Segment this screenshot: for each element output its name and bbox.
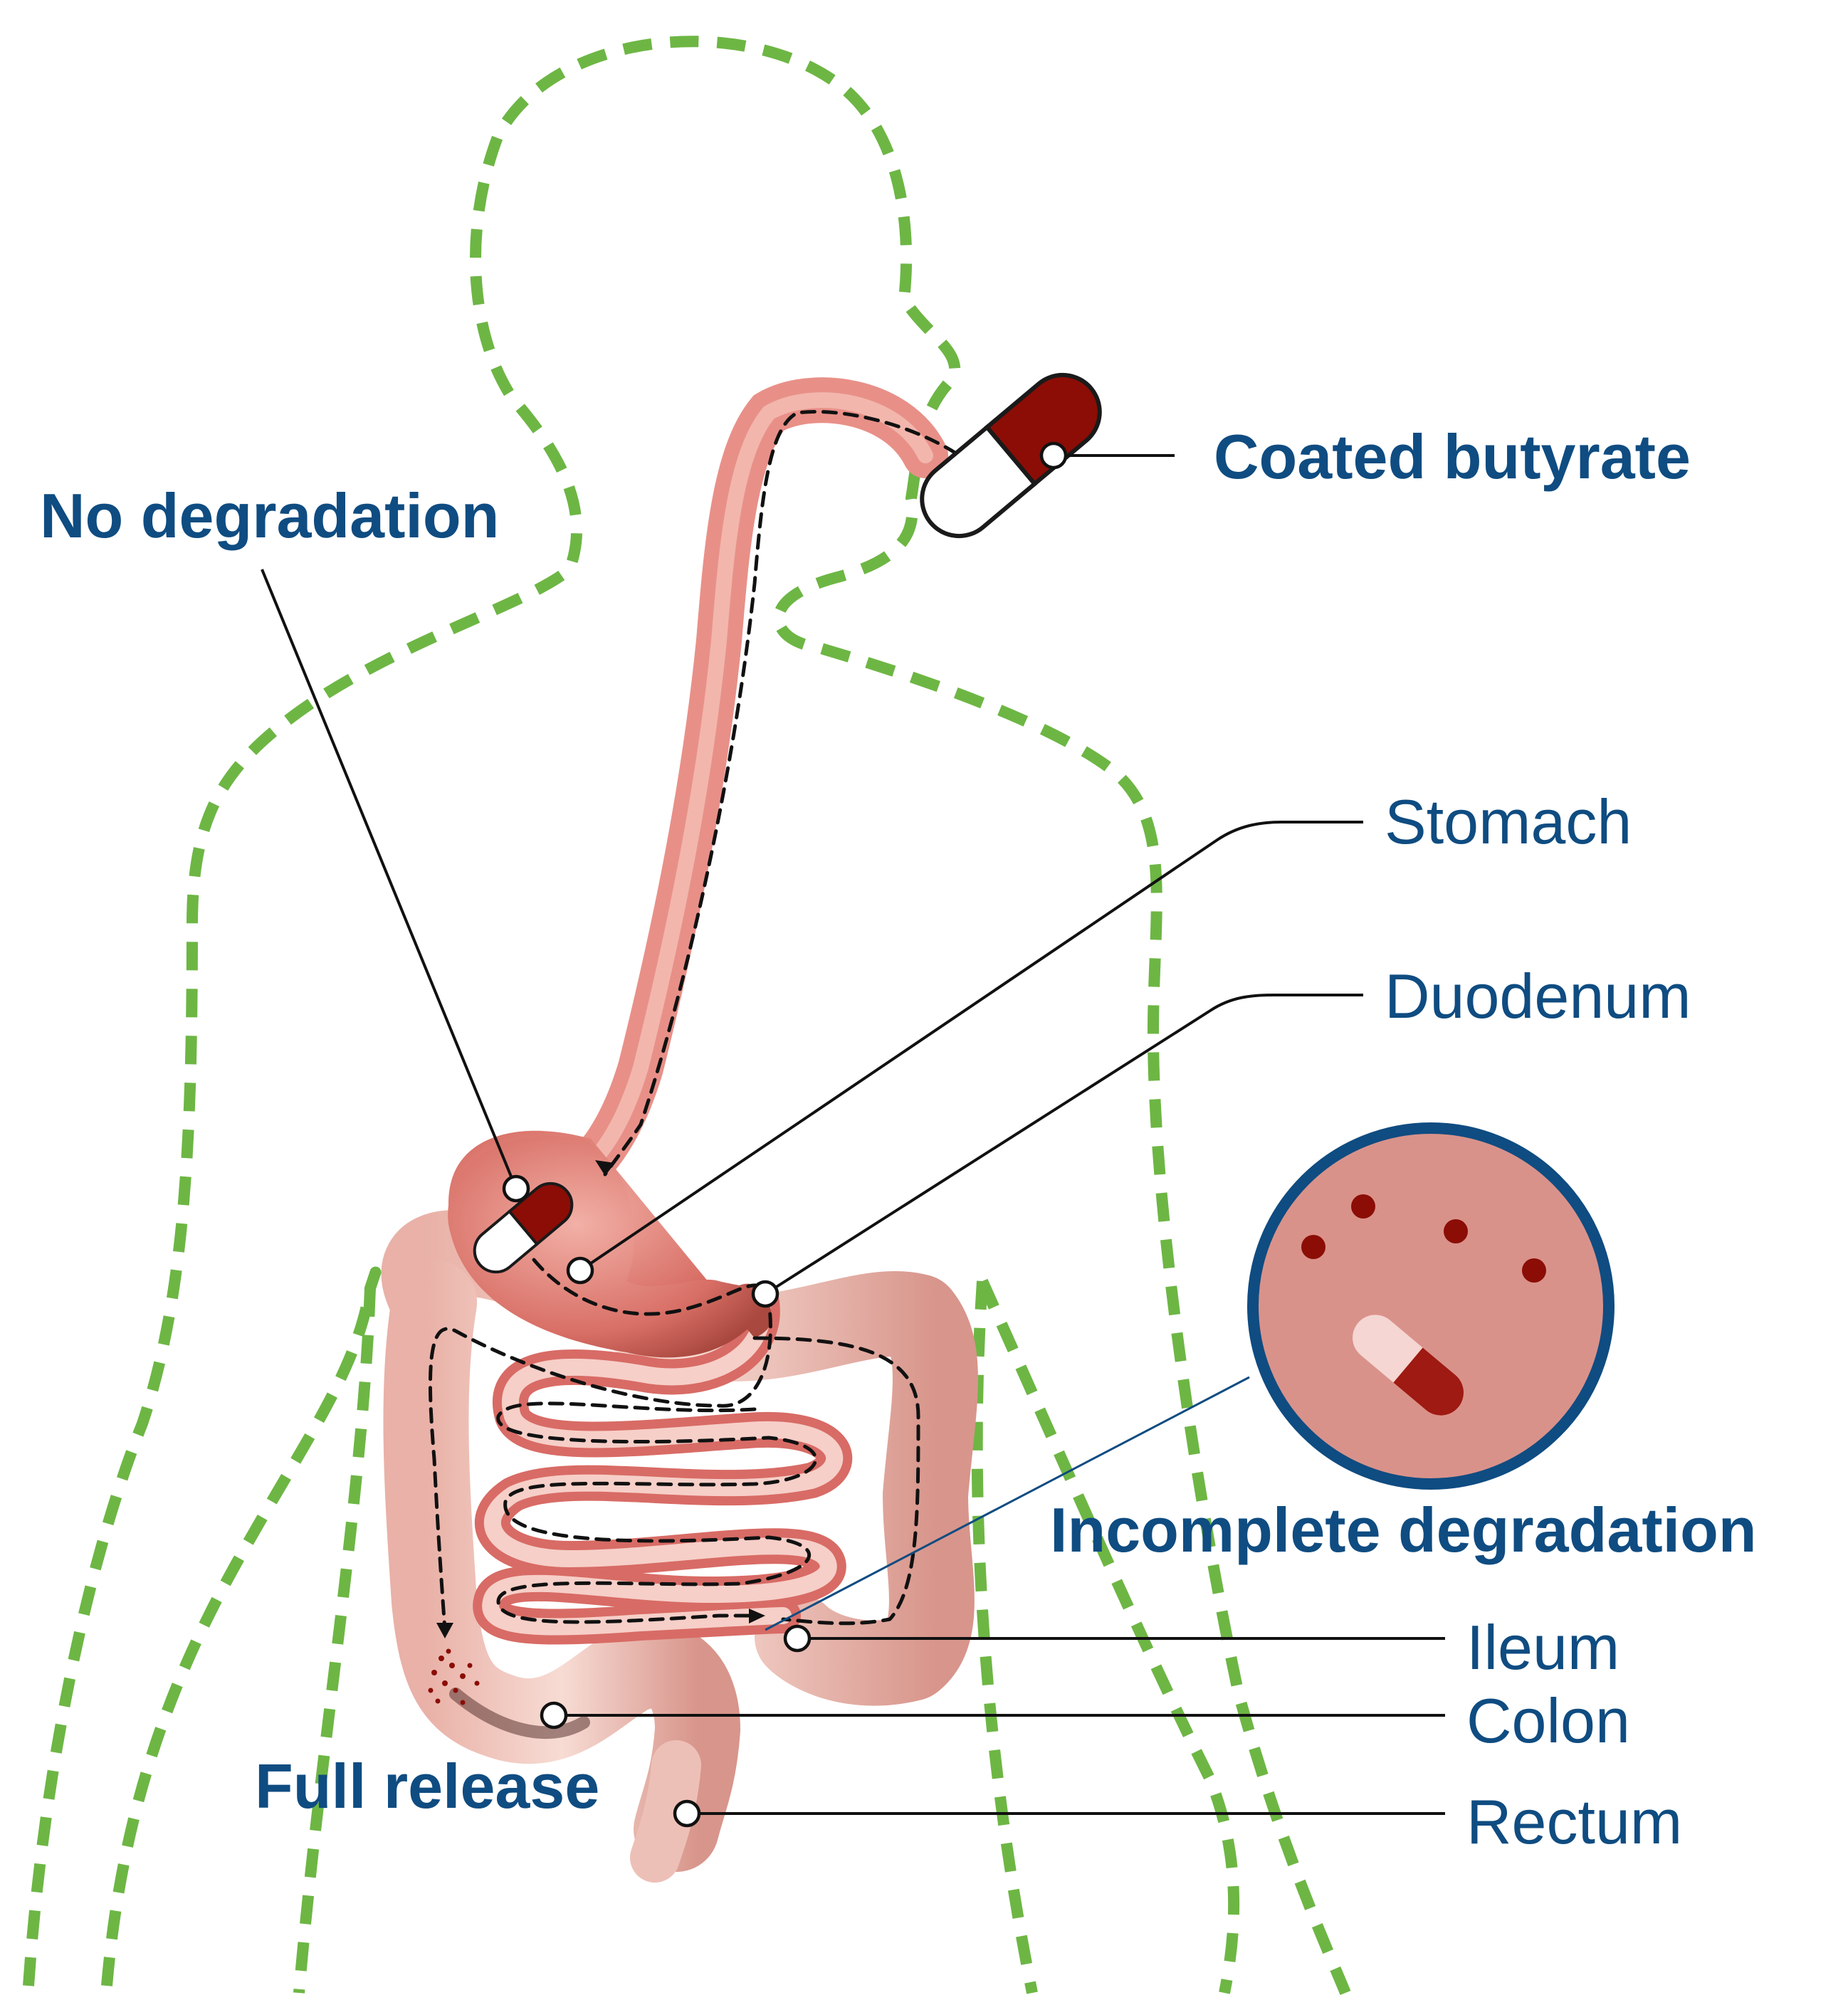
- marker-stomach: [568, 1258, 592, 1283]
- label-stomach: Stomach: [1385, 786, 1632, 857]
- marker-ileum: [785, 1626, 809, 1651]
- esophagus: [569, 400, 925, 1181]
- marker-rectum: [675, 1801, 699, 1826]
- marker-coated-butyrate: [1041, 443, 1066, 468]
- label-ileum: Ileum: [1466, 1612, 1619, 1683]
- marker-no-degradation: [504, 1177, 528, 1201]
- label-duodenum: Duodenum: [1385, 961, 1691, 1031]
- marker-colon: [542, 1703, 566, 1727]
- label-rectum: Rectum: [1466, 1786, 1682, 1857]
- marker-duodenum: [753, 1282, 777, 1306]
- label-no-degradation: No degradation: [40, 480, 499, 551]
- label-colon: Colon: [1466, 1685, 1630, 1756]
- label-coated-butyrate: Coated butyrate: [1214, 421, 1691, 492]
- label-incomplete-degradation: Incomplete degradation: [1050, 1495, 1757, 1565]
- label-full-release: Full release: [255, 1751, 599, 1821]
